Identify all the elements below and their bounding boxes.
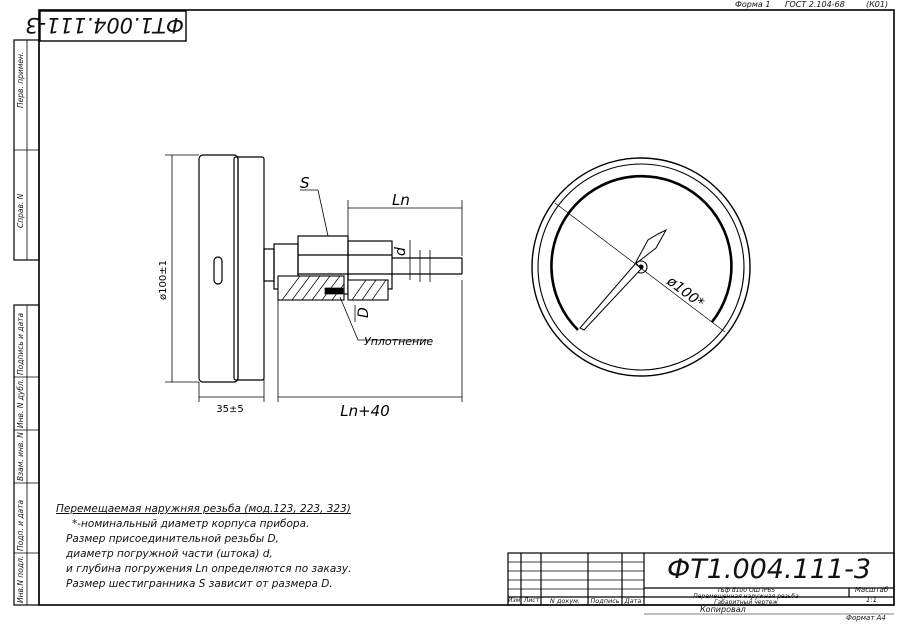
label-S: S: [300, 174, 310, 192]
front-view-dial: [531, 157, 751, 377]
title-block: [507, 552, 895, 606]
label-D: D: [356, 307, 372, 318]
form-label: Форма 1: [735, 0, 771, 9]
top-stamp-box: [39, 10, 187, 42]
col-izm: Изм.: [508, 597, 523, 604]
format-label: Формат А4: [846, 614, 886, 622]
title-designation: ФТ1.004.111-3: [666, 554, 872, 585]
col-list: Лист: [523, 597, 540, 604]
dim-100: ø100±1: [158, 260, 169, 300]
col-ndok: N докум.: [549, 597, 581, 605]
notes-line1: *-номинальный диаметр корпуса прибора.: [72, 518, 310, 530]
label-Ln: Ln: [392, 191, 410, 209]
col-data: Дата: [624, 597, 642, 605]
notes-line2: Размер присоединительной резьбы D,: [66, 533, 279, 545]
label-d: d: [393, 247, 409, 256]
dim-Ln40: Ln+40: [340, 402, 390, 420]
notes-line4: и глубина погружения Ln определяются по …: [66, 563, 352, 575]
gost-label: ГОСТ 2.104-68: [785, 0, 845, 9]
side-vzam-inv: Взам. инв. N: [16, 432, 25, 481]
col-podp: Подпись: [590, 597, 620, 605]
label-seal: Уплотнение: [364, 335, 433, 348]
notes-title: Перемещаемая наружняя резьба (мод.123, 2…: [56, 503, 351, 515]
section-hatch: [277, 275, 389, 301]
side-inv-dubl: Инв. N дубл.: [16, 378, 25, 428]
scale-value: 1:1: [865, 596, 878, 604]
title-desc2: Перемещенная наружная резьба: [693, 593, 799, 600]
title-desc1: ТБф d100 ОШ IP65: [716, 587, 776, 594]
side-inv-podl: Инв.N подл.: [16, 555, 25, 603]
side-podp-data-1: Подпись и дата: [16, 312, 25, 375]
notes-line5: Размер шестигранника S зависит от размер…: [66, 578, 333, 590]
side-sprav-n: Справ. N: [16, 193, 25, 228]
side-perv-primen: Перв. примен.: [16, 51, 25, 108]
code-label: (К01): [866, 0, 889, 9]
side-strip-bottom: [13, 304, 40, 606]
side-dimensions: [165, 154, 463, 402]
scale-label: Масштаб: [854, 586, 889, 594]
dim-35: 35±5: [216, 404, 243, 415]
side-podp-data-2: Подп. и дата: [16, 499, 25, 551]
copied-label: Копировал: [700, 605, 746, 614]
top-stamp-designation: ФТ1.004.111-3: [25, 13, 184, 37]
notes-line3: диаметр погружной части (штока) d,: [66, 548, 273, 560]
title-desc3: Габаритный чертеж: [714, 599, 778, 606]
outer-frame: [38, 9, 895, 606]
dial-diameter: ø100*: [663, 273, 707, 312]
